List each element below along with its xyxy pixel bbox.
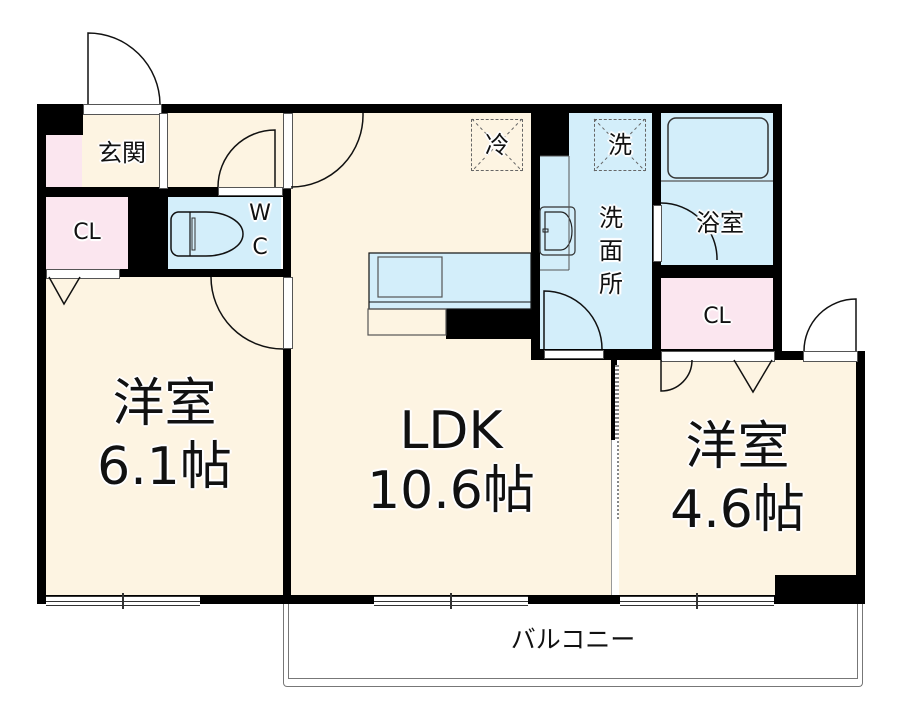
entrance-label: 玄関 [98, 139, 146, 167]
wall-right-upper [773, 104, 782, 360]
western-room-2-floor [619, 360, 856, 595]
bathroom-label: 浴室 [696, 209, 744, 237]
washing-machine-label: 洗 [608, 131, 632, 159]
western-room-1-size: 6.1帖 [97, 437, 232, 497]
washroom-label-3: 所 [599, 270, 623, 298]
partition-opening [611, 440, 617, 595]
hallway-ldk-opening [283, 113, 293, 189]
western-room-2-name: 洋室 [685, 417, 790, 477]
closet-1-label: CL [73, 220, 101, 245]
wall-right-lower [856, 351, 865, 604]
wall-room1-top [37, 269, 291, 277]
wall-ldk-room2-upper [611, 360, 617, 440]
washroom-label-2: 面 [599, 237, 623, 265]
wall-left [37, 104, 46, 604]
window-room2 [620, 593, 774, 609]
toilet-label-w: W [249, 201, 271, 226]
balcony-inner [288, 603, 858, 679]
closet-2-label: CL [703, 304, 731, 329]
entrance-door-threshold [83, 104, 162, 115]
balcony-label: バルコニー [510, 625, 636, 654]
western-room-1-name: 洋室 [112, 374, 217, 434]
wall-room2-top-right [773, 351, 803, 360]
entrance-step [159, 113, 168, 189]
closet2-door-threshold [661, 351, 775, 362]
entrance-floor [82, 113, 160, 187]
ldk-size: 10.6帖 [367, 461, 535, 521]
ldk-floor [291, 113, 531, 595]
wall-closet-toilet-divider [128, 187, 168, 277]
ldk-lower-floor [531, 360, 611, 595]
toilet-label-c: C [252, 235, 268, 260]
toilet-door-threshold [218, 187, 283, 196]
ldk-name: LDK [399, 401, 503, 461]
entrance-shoe-closet [46, 135, 82, 187]
kitchen-counter-block [446, 309, 531, 339]
hallway-floor [160, 113, 285, 187]
closet1-door-threshold [46, 269, 120, 279]
closet-room-2 [661, 278, 773, 349]
wall-washroom-notch [531, 104, 569, 156]
refrigerator-space [471, 119, 523, 171]
pillar-room2 [775, 575, 865, 604]
window-ldk [374, 593, 528, 609]
washing-machine-space [594, 119, 646, 171]
balcony-outline [283, 603, 863, 687]
western-room-2-size: 4.6帖 [670, 480, 805, 540]
wall-room1-ldk [283, 187, 291, 604]
room1-door-opening [283, 277, 293, 349]
washroom-label-1: 洗 [599, 204, 623, 232]
bath-door-opening [653, 205, 662, 262]
closet-room-1 [46, 197, 128, 269]
sliding-partition[interactable] [615, 365, 619, 520]
wall-top-mid [160, 104, 780, 113]
western-room-1-floor [46, 277, 283, 595]
refrigerator-label: 冷 [485, 131, 509, 159]
window-room1 [46, 593, 200, 609]
wall-washroom-left [531, 104, 540, 360]
wall-bath-closet [652, 265, 782, 278]
washroom-door-threshold [544, 350, 604, 359]
room2-exterior-door-threshold [803, 351, 858, 362]
